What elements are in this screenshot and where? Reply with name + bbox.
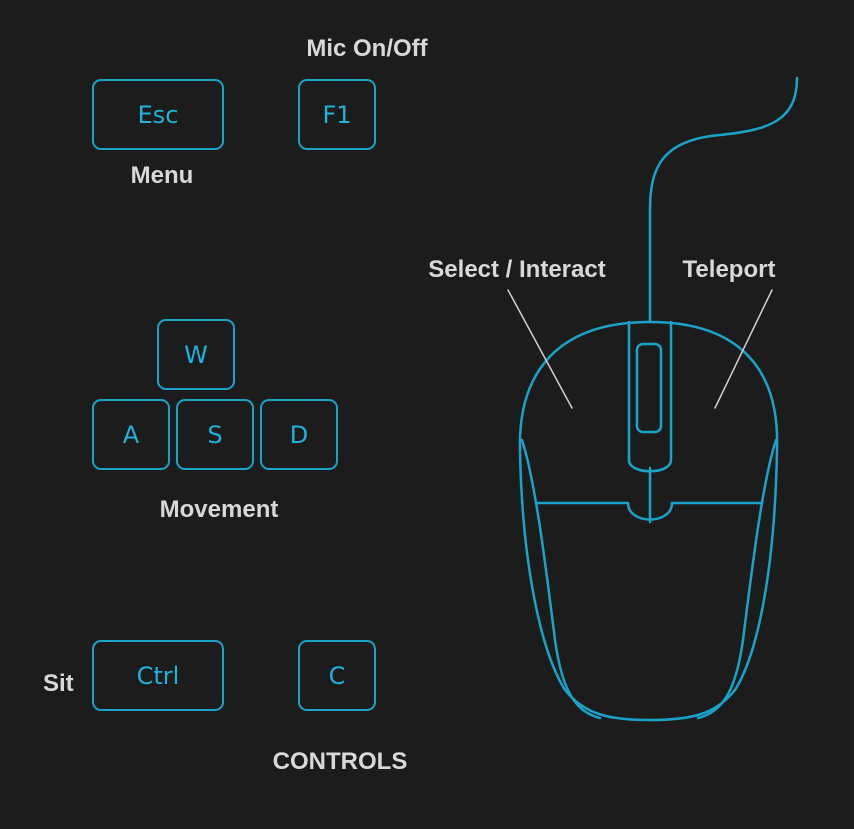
ctrl-key: Ctrl bbox=[92, 640, 224, 711]
mic-label: Mic On/Off bbox=[306, 35, 428, 62]
palm-line bbox=[534, 501, 764, 521]
scroll-wheel bbox=[635, 342, 663, 434]
select-interact-label: Select / Interact bbox=[428, 256, 606, 283]
w-key: W bbox=[157, 319, 235, 390]
right-side-panel bbox=[696, 438, 778, 720]
teleport-label: Teleport bbox=[682, 256, 776, 283]
movement-label: Movement bbox=[159, 496, 279, 523]
select-pointer-line bbox=[507, 289, 573, 409]
esc-key: Esc bbox=[92, 79, 224, 150]
a-key: A bbox=[92, 399, 170, 470]
menu-label: Menu bbox=[130, 162, 194, 189]
s-key: S bbox=[176, 399, 254, 470]
left-side-panel bbox=[520, 438, 602, 720]
mouse-cable bbox=[648, 76, 799, 324]
c-key: C bbox=[298, 640, 376, 711]
controls-title: CONTROLS bbox=[272, 748, 408, 775]
f1-key: F1 bbox=[298, 79, 376, 150]
mouse-body bbox=[518, 320, 779, 722]
sit-label: Sit bbox=[43, 670, 74, 697]
teleport-pointer-line bbox=[714, 289, 773, 409]
d-key: D bbox=[260, 399, 338, 470]
